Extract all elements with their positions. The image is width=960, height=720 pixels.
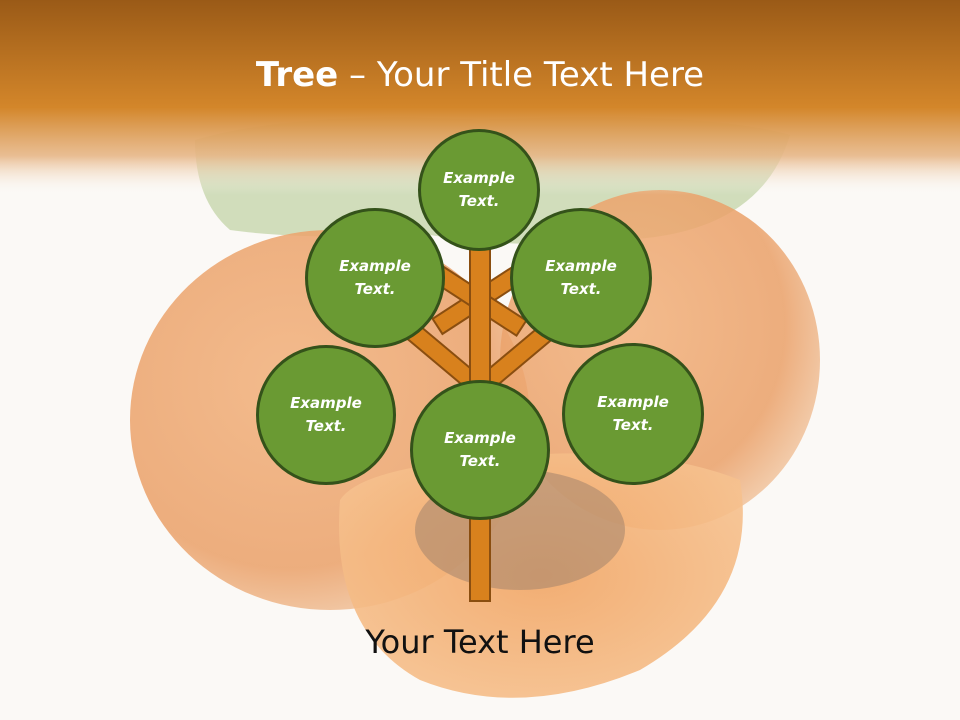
- tree-node-center: Example Text.: [410, 380, 550, 520]
- slide-title: Tree – Your Title Text Here: [0, 55, 960, 95]
- tree-node-lower-left: Example Text.: [256, 345, 396, 485]
- node-label: Example Text.: [597, 393, 669, 434]
- title-rest: – Your Title Text Here: [338, 55, 705, 95]
- tree-node-top: Example Text.: [418, 129, 540, 251]
- node-label: Example Text.: [443, 169, 515, 210]
- tree-node-upper-left: Example Text.: [305, 208, 445, 348]
- node-label: Example Text.: [444, 429, 516, 470]
- tree-node-lower-right: Example Text.: [562, 343, 704, 485]
- footer-text: Your Text Here: [365, 623, 595, 661]
- tree-node-upper-right: Example Text.: [510, 208, 652, 348]
- node-label: Example Text.: [290, 394, 362, 435]
- title-bold: Tree: [255, 55, 339, 95]
- node-label: Example Text.: [339, 257, 411, 298]
- node-label: Example Text.: [545, 257, 617, 298]
